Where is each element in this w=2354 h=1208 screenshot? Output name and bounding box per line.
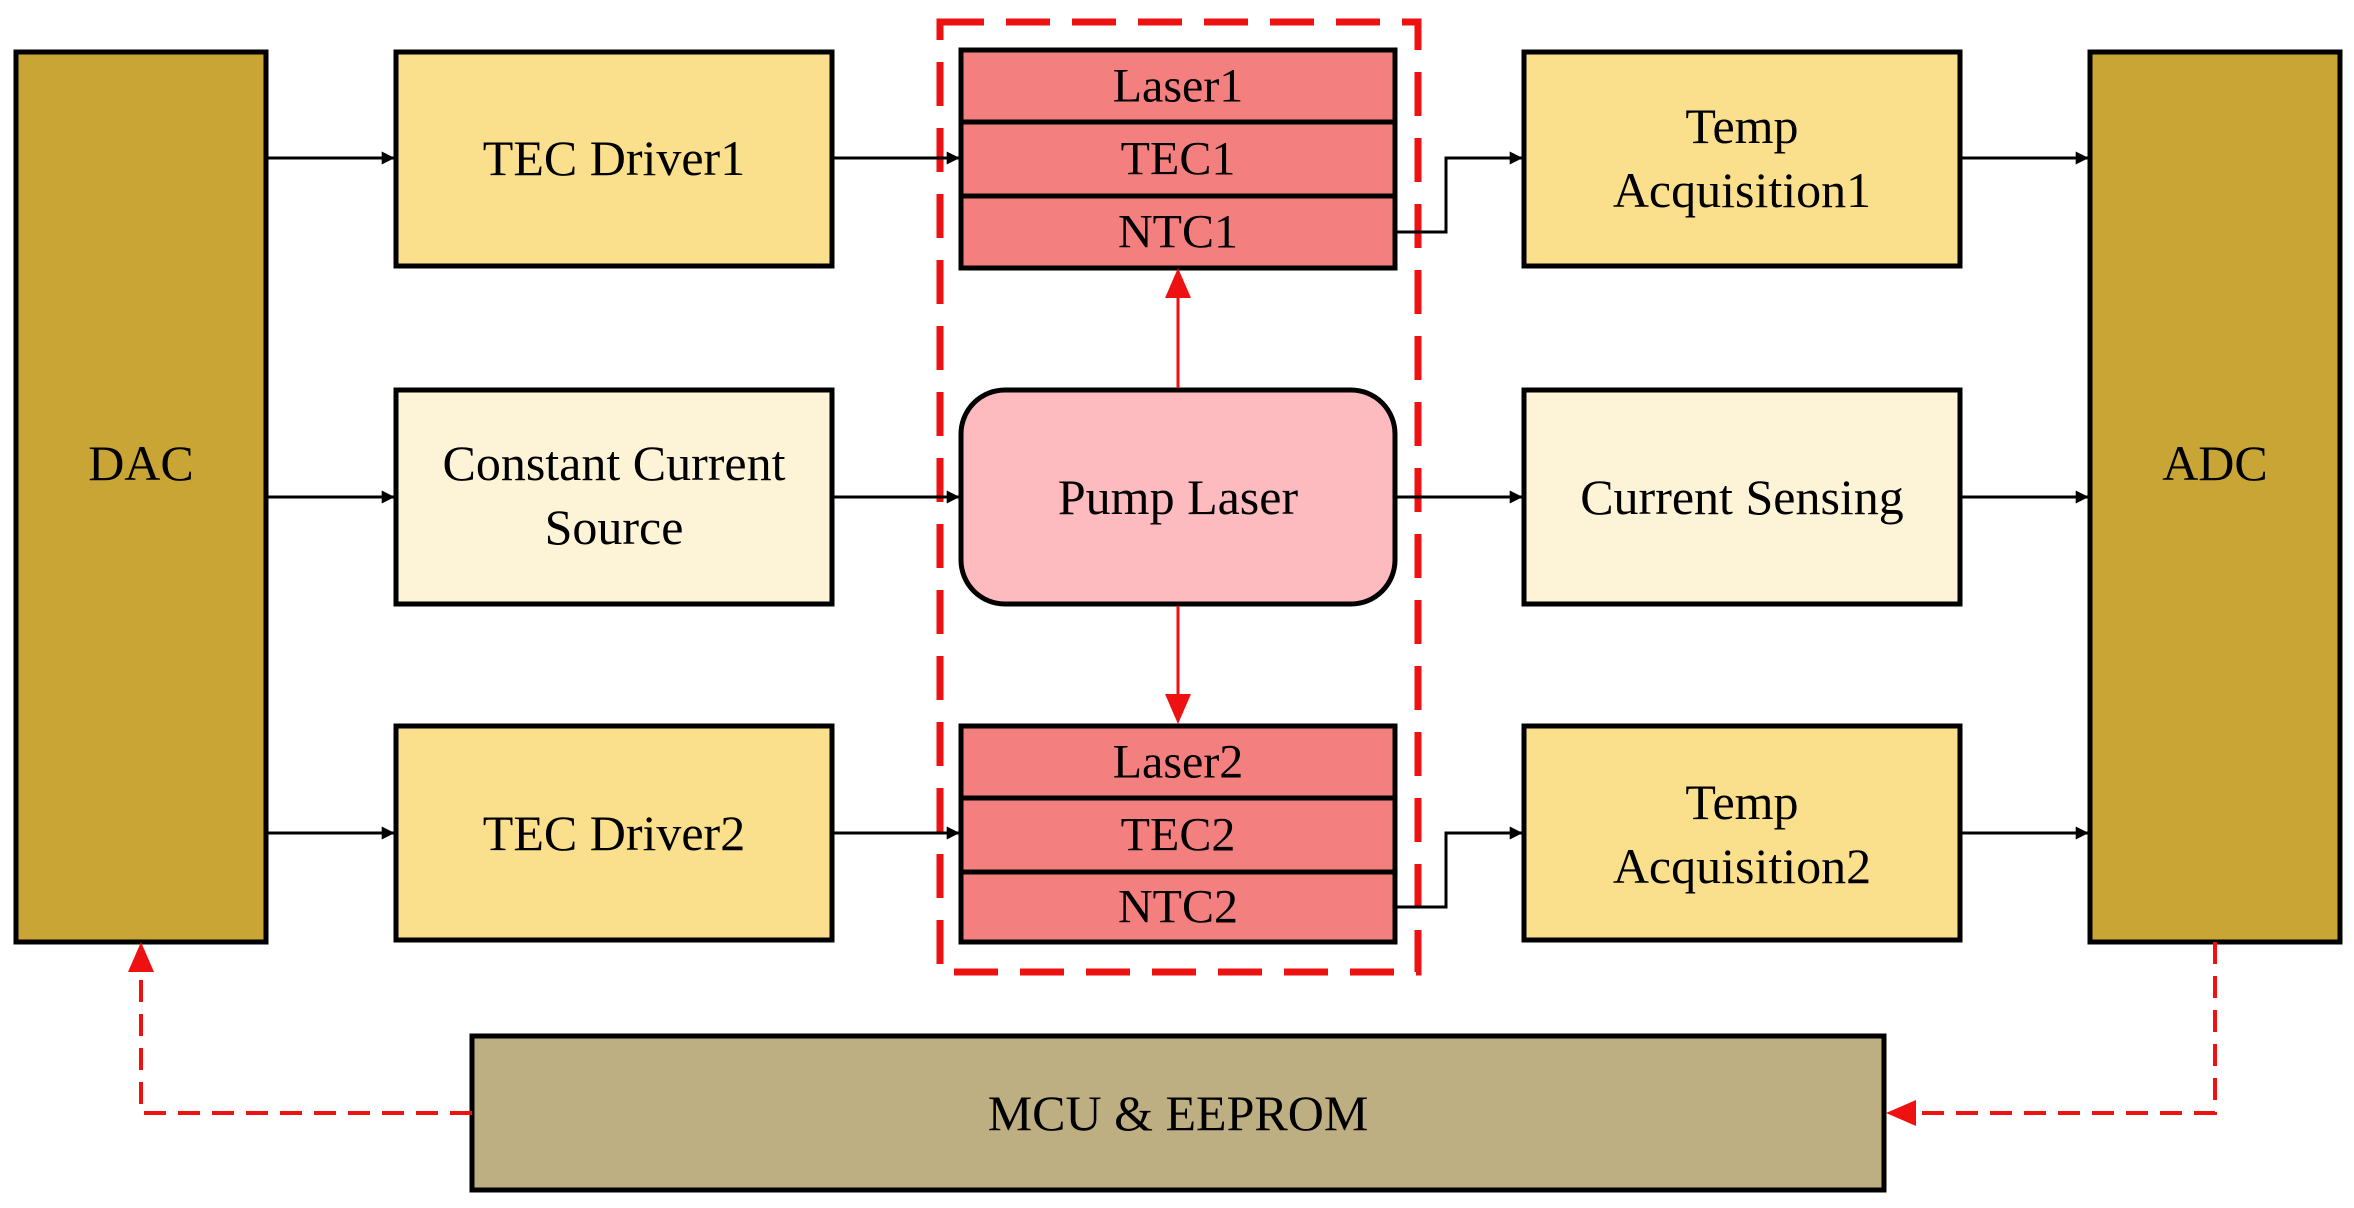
mcu-eeprom-block: MCU & EEPROM bbox=[469, 1033, 1887, 1193]
stack1-tec-label: TEC1 bbox=[1121, 133, 1236, 186]
tec-driver1-block: TEC Driver1 bbox=[393, 49, 835, 269]
temp-acquisition1-block: Temp Acquisition1 bbox=[1521, 49, 1963, 269]
temp-acquisition2-block: Temp Acquisition2 bbox=[1521, 723, 1963, 943]
arrow-ntc1-to-temp1 bbox=[1397, 151, 1523, 234]
stack2-ntc-label: NTC2 bbox=[1118, 881, 1238, 934]
laser-stack-2: Laser2 TEC2 NTC2 bbox=[958, 723, 1398, 945]
temp-acq2-label-line1: Temp bbox=[1685, 774, 1798, 830]
tec-driver2-label: TEC Driver2 bbox=[483, 805, 745, 861]
pump-laser-block: Pump Laser bbox=[958, 387, 1398, 607]
current-sensing-block: Current Sensing bbox=[1521, 387, 1963, 607]
temp-acq2-label-line2: Acquisition2 bbox=[1613, 838, 1871, 894]
adc-block: ADC bbox=[2087, 49, 2343, 945]
stack2-tec-label: TEC2 bbox=[1121, 809, 1236, 862]
arrow-adc-to-mcu bbox=[1912, 942, 2217, 1115]
current-sensing-label: Current Sensing bbox=[1580, 469, 1904, 525]
feedback-arrows bbox=[128, 942, 2217, 1126]
laser-stack-1: Laser1 TEC1 NTC1 bbox=[958, 47, 1398, 271]
ccs-label-line1: Constant Current bbox=[442, 435, 785, 491]
stack2-laser-label: Laser2 bbox=[1113, 736, 1244, 789]
adc-label: ADC bbox=[2162, 435, 2268, 491]
tec-driver1-label: TEC Driver1 bbox=[483, 130, 745, 186]
ccs-label-line2: Source bbox=[545, 499, 684, 555]
arrow-mcu-to-dac bbox=[139, 968, 472, 1115]
tec-driver2-block: TEC Driver2 bbox=[393, 723, 835, 943]
temp-acq1-label-line2: Acquisition1 bbox=[1613, 162, 1871, 218]
mcu-eeprom-label: MCU & EEPROM bbox=[988, 1085, 1369, 1141]
constant-current-source-block: Constant Current Source bbox=[393, 387, 835, 607]
temp-acq1-label-line1: Temp bbox=[1685, 98, 1798, 154]
arrow-ntc2-to-temp2 bbox=[1397, 826, 1523, 909]
stack1-ntc-label: NTC1 bbox=[1118, 206, 1238, 259]
pump-laser-label: Pump Laser bbox=[1058, 469, 1299, 525]
stack1-laser-label: Laser1 bbox=[1113, 60, 1244, 113]
dac-label: DAC bbox=[88, 435, 194, 491]
pump-heat-arrows bbox=[1165, 268, 1191, 724]
dac-block: DAC bbox=[13, 49, 269, 945]
signal-arrows bbox=[268, 151, 2089, 909]
